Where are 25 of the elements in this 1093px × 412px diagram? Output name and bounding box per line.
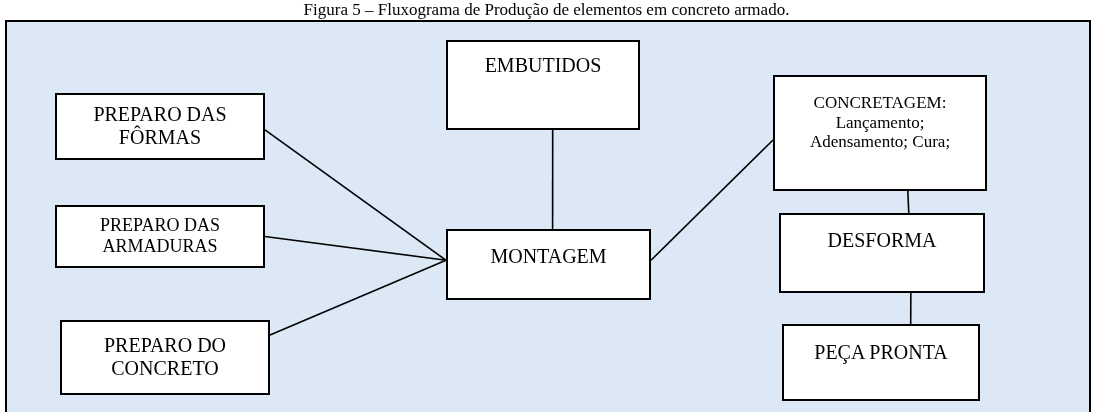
connector-line: [907, 190, 910, 214]
connector-line: [264, 129, 447, 262]
box-label: MONTAGEM: [490, 245, 607, 268]
box-label: EMBUTIDOS: [484, 54, 602, 77]
process-box: [773, 75, 987, 191]
process-box: [779, 213, 985, 293]
box-label: CONCRETAGEM:: [813, 93, 947, 113]
box-label: DESFORMA: [827, 229, 937, 252]
connector-line: [650, 139, 774, 262]
process-box: [782, 324, 980, 401]
connector-line: [551, 129, 554, 230]
figure-title: Figura 5 – Fluxograma de Produção de elementos em concreto armado.: [302, 0, 791, 20]
box-label: PEÇA PRONTA: [814, 341, 948, 364]
process-box: [446, 40, 640, 130]
box-label: PREPARO DO CONCRETO: [102, 334, 228, 380]
connector-line: [269, 259, 447, 336]
process-box: [60, 320, 270, 395]
process-box: [446, 229, 651, 300]
process-box: [55, 93, 265, 160]
process-box: [55, 205, 265, 268]
box-label: PREPARO DAS ARMADURAS: [99, 215, 221, 257]
connector-line: [264, 235, 447, 262]
connector-line: [909, 292, 912, 325]
box-label: Lançamento; Adensamento; Cura;: [808, 112, 952, 152]
box-label: PREPARO DAS FÔRMAS: [92, 103, 228, 149]
